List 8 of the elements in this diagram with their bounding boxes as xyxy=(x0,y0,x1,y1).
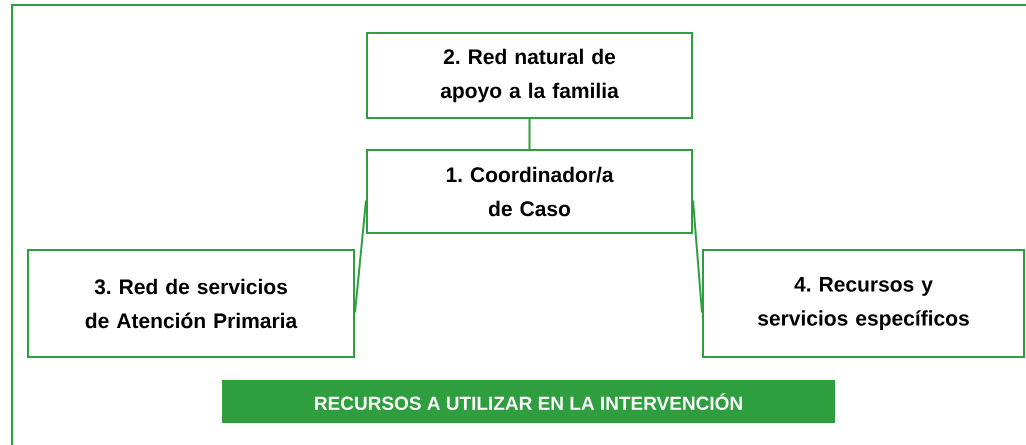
connector-line xyxy=(528,118,531,150)
text-box: 3. Red de servicios de Atención Primaria xyxy=(27,249,355,358)
connector-line xyxy=(692,199,703,314)
text-box: 4. Recursos y servicios específicos xyxy=(702,249,1025,358)
text-box: 2. Red natural de apoyo a la familia xyxy=(366,32,693,119)
connector-line xyxy=(354,199,367,314)
text-box: 1. Coordinador/a de Caso xyxy=(366,149,693,234)
banner: RECURSOS A UTILIZAR EN LA INTERVENCIÓN xyxy=(222,380,835,423)
